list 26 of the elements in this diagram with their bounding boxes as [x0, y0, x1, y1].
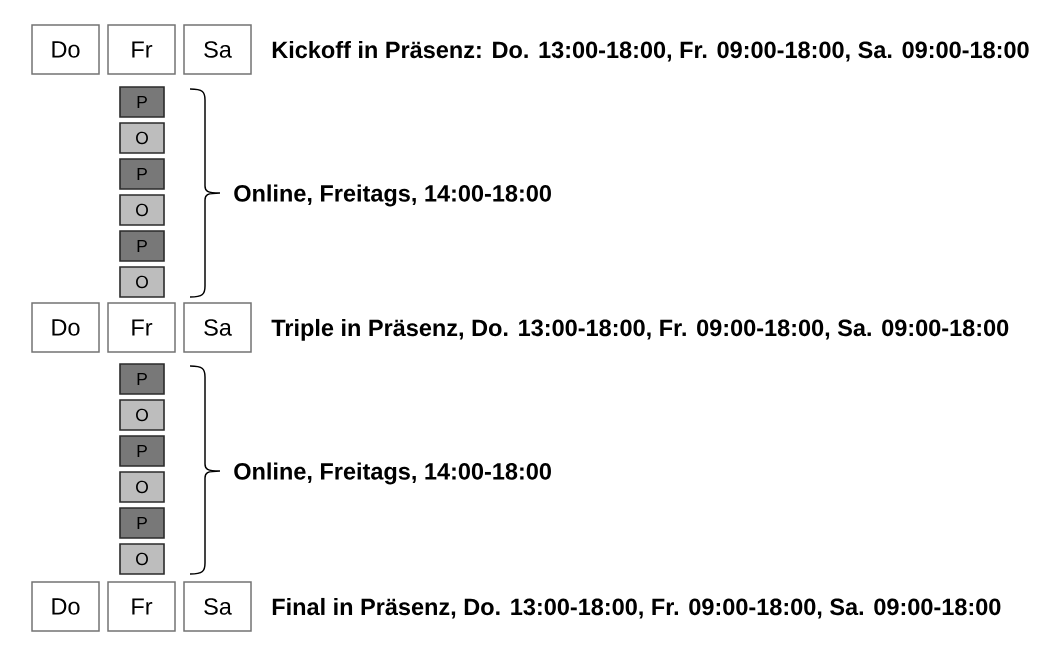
session-box: O — [119, 266, 165, 298]
session-box: O — [119, 543, 165, 575]
session-box: P — [119, 158, 165, 190]
session-box: P — [119, 435, 165, 467]
day-box: Sa — [183, 302, 252, 353]
session-box: P — [119, 86, 165, 118]
day-box: Do — [31, 24, 100, 75]
day-box: Sa — [183, 24, 252, 75]
day-box: Fr — [107, 24, 176, 75]
session-box: O — [119, 194, 165, 226]
session-box: P — [119, 363, 165, 395]
brace-label: Online, Freitags, 14:00-18:00 — [234, 184, 551, 207]
session-box: O — [119, 122, 165, 154]
session-box: O — [119, 399, 165, 431]
session-box: P — [119, 507, 165, 539]
schedule-note: Kickoff in Präsenz: Do. 13:00-18:00, Fr. 09:00-18:00, Sa. 09:00-18:00 — [272, 40, 1029, 62]
day-box: Do — [31, 302, 100, 353]
day-box: Sa — [183, 581, 252, 632]
session-box: P — [119, 230, 165, 262]
schedule-note: Final in Präsenz, Do. 13:00-18:00, Fr. 09:00-18:00, Sa. 09:00-18:00 — [272, 597, 1001, 619]
session-box: O — [119, 471, 165, 503]
brace-label: Online, Freitags, 14:00-18:00 — [234, 462, 551, 485]
day-box: Fr — [107, 581, 176, 632]
schedule-note: Triple in Präsenz, Do. 13:00-18:00, Fr. 09:00-18:00, Sa. 09:00-18:00 — [271, 318, 1009, 341]
day-box: Fr — [107, 302, 176, 353]
day-box: Do — [31, 581, 100, 632]
